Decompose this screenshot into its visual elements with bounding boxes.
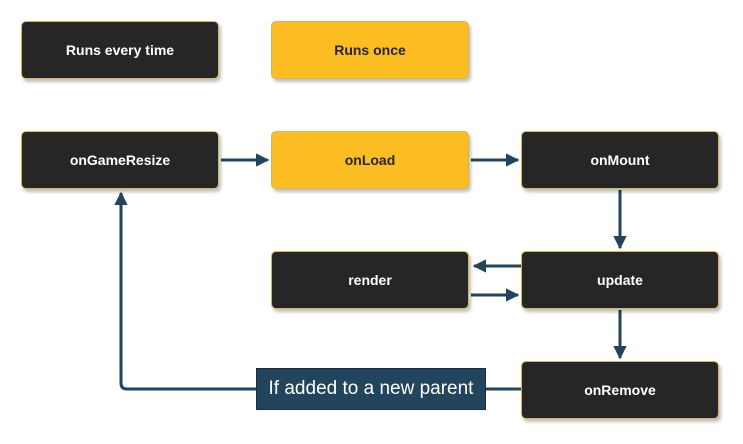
node-on-load: onLoad <box>271 131 469 189</box>
node-on-mount-label: onMount <box>590 152 650 168</box>
legend-runs-once-label: Runs once <box>334 42 406 58</box>
legend-runs-every-time-label: Runs every time <box>65 42 175 58</box>
node-on-remove-label: onRemove <box>584 382 656 398</box>
node-on-remove: onRemove <box>521 361 719 419</box>
node-on-load-label: onLoad <box>344 152 396 168</box>
node-update: update <box>521 251 719 309</box>
legend-runs-once: Runs once <box>271 21 469 79</box>
edge-label-new-parent: If added to a new parent <box>256 368 486 410</box>
node-on-mount: onMount <box>521 131 719 189</box>
node-on-game-resize: onGameResize <box>21 131 219 189</box>
node-render: render <box>271 251 469 309</box>
node-render-label: render <box>348 272 392 288</box>
legend-runs-every-time: Runs every time <box>21 21 219 79</box>
edge-remove-to-resize <box>114 191 521 391</box>
node-on-game-resize-label: onGameResize <box>69 152 171 168</box>
node-update-label: update <box>597 272 643 288</box>
